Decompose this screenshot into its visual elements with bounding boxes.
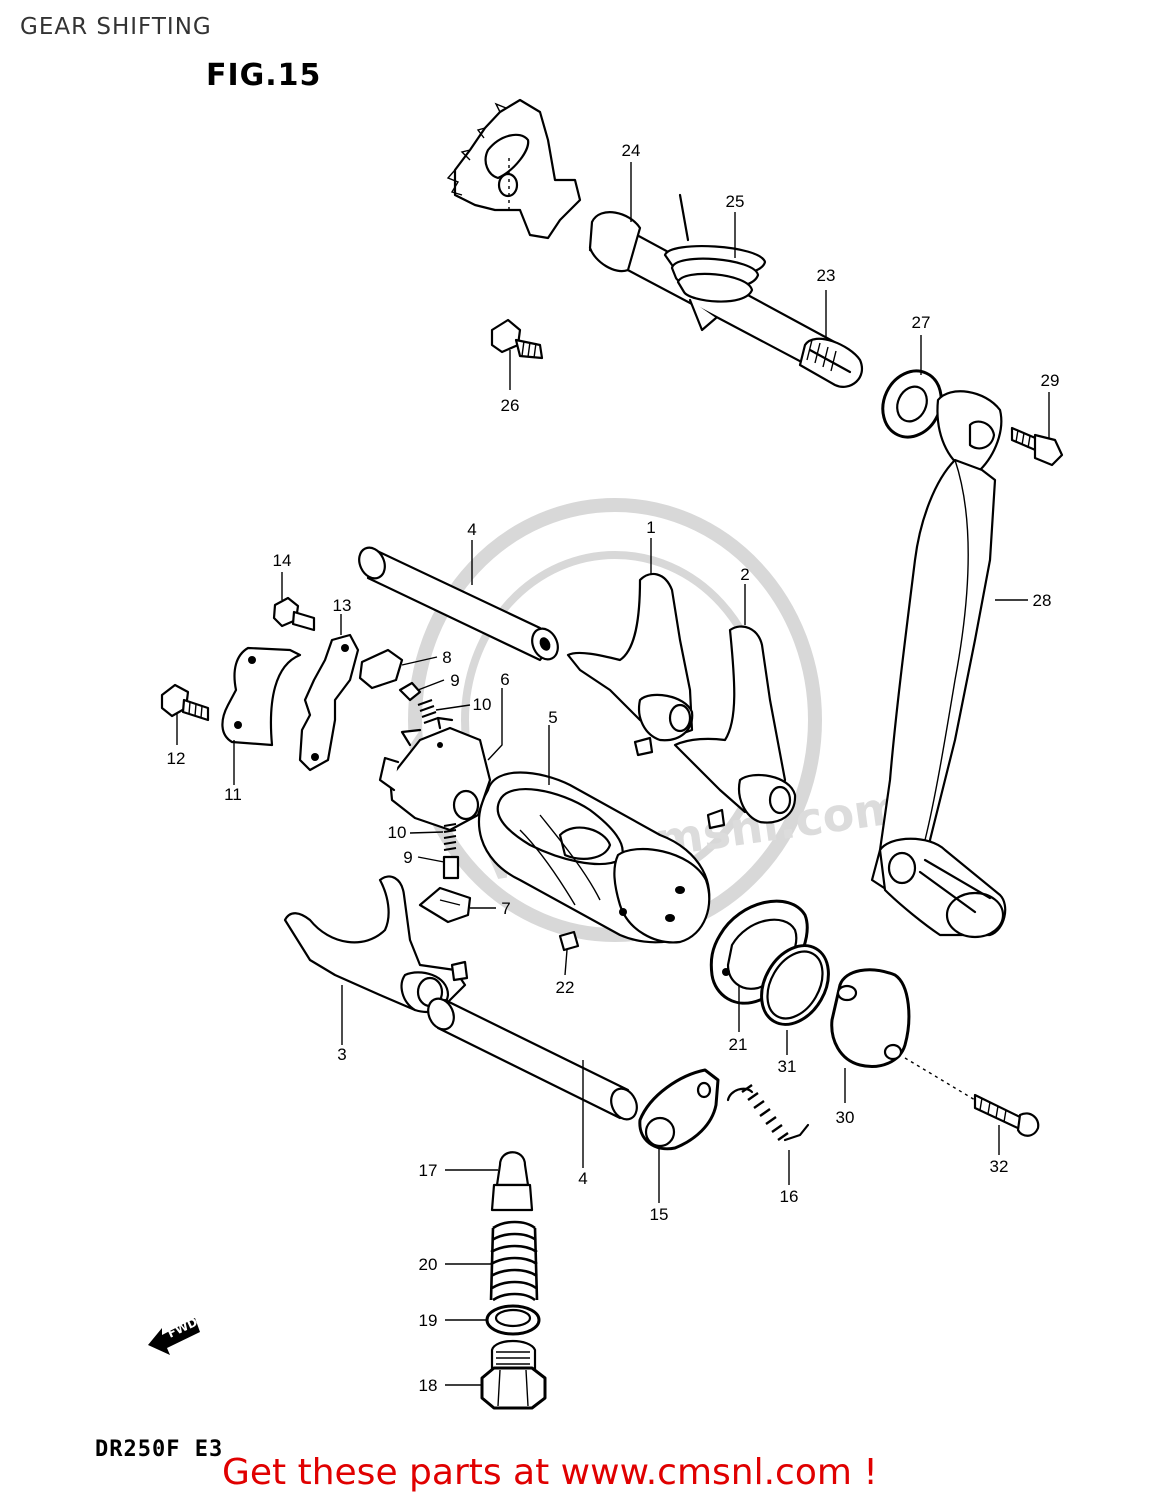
callout-19: 19 bbox=[419, 1311, 438, 1330]
callout-28: 28 bbox=[1033, 591, 1052, 610]
callout-11: 11 bbox=[224, 785, 242, 804]
cover-30 bbox=[830, 968, 911, 1068]
gearshift-cam-5 bbox=[477, 771, 711, 944]
oil-seal-27 bbox=[881, 369, 943, 439]
stopper-bolt-26 bbox=[490, 318, 544, 360]
leader-lines bbox=[176, 155, 1050, 1386]
callout-21: 21 bbox=[729, 1035, 748, 1054]
return-spring-16 bbox=[726, 1084, 810, 1142]
fwd-arrow-indicator: FWD bbox=[148, 1315, 200, 1355]
pin-22 bbox=[558, 930, 580, 952]
callout-4-lower: 4 bbox=[578, 1169, 587, 1188]
callout-1: 1 bbox=[646, 518, 655, 537]
callout-10-lower: 10 bbox=[388, 823, 407, 842]
callout-29: 29 bbox=[1041, 371, 1060, 390]
shift-fork-2 bbox=[673, 625, 797, 830]
cam-stopper-7 bbox=[418, 886, 472, 924]
spring-10-lower bbox=[443, 823, 457, 851]
plug-18 bbox=[480, 1339, 547, 1410]
spring-10-upper bbox=[417, 699, 439, 724]
pawl-lifter-13 bbox=[298, 633, 360, 772]
callout-20: 20 bbox=[419, 1255, 438, 1274]
callout-31: 31 bbox=[778, 1057, 797, 1076]
screw-32 bbox=[973, 1093, 1040, 1137]
callout-26: 26 bbox=[501, 396, 520, 415]
callout-9-upper: 9 bbox=[450, 671, 459, 690]
callout-30: 30 bbox=[836, 1108, 855, 1127]
callout-10-upper: 10 bbox=[473, 695, 492, 714]
model-code: DR250F E3 bbox=[95, 1437, 224, 1462]
callout-7: 7 bbox=[501, 899, 510, 918]
cam-stopper-plate-6 bbox=[378, 716, 492, 832]
page-title: GEAR SHIFTING bbox=[20, 14, 212, 40]
gear-neutral-plunger-17 bbox=[490, 1151, 534, 1212]
callout-32: 32 bbox=[990, 1157, 1009, 1176]
screw-12 bbox=[160, 683, 210, 722]
pin-9-upper bbox=[398, 681, 422, 702]
callout-23: 23 bbox=[817, 266, 836, 285]
callout-9-lower: 9 bbox=[403, 848, 412, 867]
callout-6: 6 bbox=[500, 670, 509, 689]
callout-22: 22 bbox=[556, 978, 575, 997]
o-ring-31 bbox=[760, 944, 830, 1026]
callout-27: 27 bbox=[912, 313, 931, 332]
callout-12: 12 bbox=[167, 749, 186, 768]
callout-4-upper: 4 bbox=[467, 520, 476, 539]
gearshift-shaft-assembly bbox=[446, 98, 863, 388]
spring-20 bbox=[489, 1220, 539, 1302]
callout-2: 2 bbox=[740, 565, 749, 584]
callout-16: 16 bbox=[780, 1187, 799, 1206]
gearshift-lever-28 bbox=[870, 390, 1007, 939]
promo-link[interactable]: Get these parts at www.cmsnl.com ! bbox=[222, 1452, 878, 1493]
cam-stopper-8 bbox=[358, 648, 404, 690]
callout-17: 17 bbox=[419, 1161, 438, 1180]
washer-19 bbox=[485, 1304, 541, 1336]
callout-15: 15 bbox=[650, 1205, 669, 1224]
cam-guide-11 bbox=[221, 646, 302, 747]
fork-shaft-4-lower bbox=[427, 997, 638, 1121]
lever-bolt-29 bbox=[1010, 426, 1064, 467]
callout-5: 5 bbox=[548, 708, 557, 727]
callout-13: 13 bbox=[333, 596, 352, 615]
shift-fork-1 bbox=[566, 572, 694, 757]
callout-8: 8 bbox=[442, 648, 451, 667]
fork-shaft-4-upper bbox=[358, 546, 559, 662]
shift-cam-lever-15 bbox=[638, 1068, 720, 1151]
pin-9-lower bbox=[442, 855, 460, 880]
figure-title: FIG.15 bbox=[206, 58, 322, 93]
callout-25: 25 bbox=[726, 192, 745, 211]
callout-labels: 1 2 3 4 4 5 6 7 8 9 9 10 10 11 12 13 14 … bbox=[167, 141, 1060, 1395]
callout-14: 14 bbox=[273, 551, 292, 570]
screw-14 bbox=[272, 596, 316, 632]
callout-3: 3 bbox=[337, 1045, 346, 1064]
callout-24: 24 bbox=[622, 141, 641, 160]
callout-18: 18 bbox=[419, 1376, 438, 1395]
